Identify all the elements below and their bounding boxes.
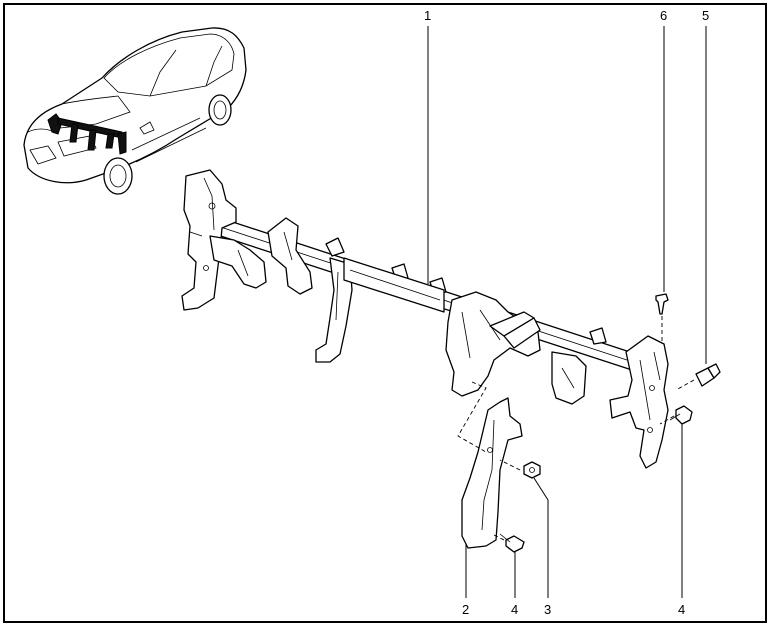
lower-support-bracket [461, 397, 523, 549]
stopper-part-5 [695, 363, 721, 387]
callout-2: 2 [462, 602, 469, 617]
callout-4-right: 4 [678, 602, 685, 617]
callout-5: 5 [702, 8, 709, 23]
callout-6: 6 [660, 8, 667, 23]
assembly-guide-lines [457, 316, 695, 541]
car-illustration [23, 27, 247, 195]
nut-part-3 [523, 461, 541, 479]
cross-car-beam [181, 169, 669, 469]
leader-lines [427, 26, 707, 598]
callout-3: 3 [544, 602, 551, 617]
highlighted-dashboard-frame [47, 113, 127, 155]
callout-4-lower: 4 [511, 602, 518, 617]
callout-1: 1 [424, 8, 431, 23]
diagram-border [3, 3, 767, 623]
bolt-part-4-lower [499, 533, 525, 553]
bolt-part-4-right [669, 405, 693, 425]
clip-part-6 [655, 293, 669, 315]
